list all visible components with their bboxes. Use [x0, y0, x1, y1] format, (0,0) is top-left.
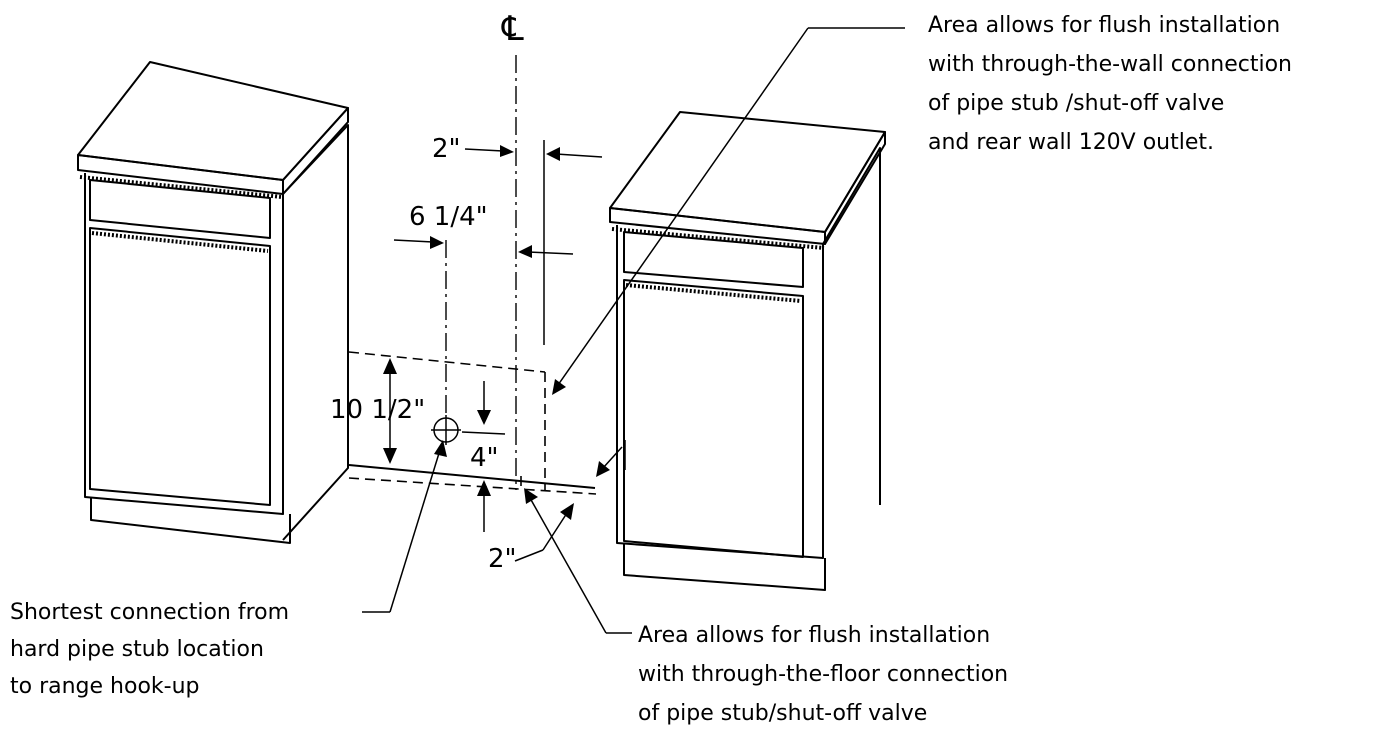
dim-2-top: 2": [432, 134, 603, 164]
left-cabinet: [77, 61, 349, 544]
centerline-symbol: ℄: [501, 9, 524, 49]
note-wall-connection: Area allows for flush installation with …: [928, 13, 1292, 155]
pipe-stub-icon: [431, 415, 461, 445]
note-floor-connection: Area allows for flush installation with …: [638, 623, 1008, 726]
installation-area: [348, 140, 626, 495]
note-shortest-connection: Shortest connection from hard pipe stub …: [10, 600, 289, 699]
dim-label-2-bottom: 2": [488, 544, 517, 574]
note-wall-line-4: and rear wall 120V outlet.: [928, 130, 1214, 155]
note-floor-line-3: of pipe stub/shut-off valve: [638, 701, 927, 726]
leader-shortest-connection: [362, 440, 447, 613]
dim-label-6-1-4: 6 1/4": [409, 202, 488, 232]
note-shortest-line-3: to range hook-up: [10, 674, 200, 699]
note-wall-line-3: of pipe stub /shut-off valve: [928, 91, 1224, 116]
note-wall-line-1: Area allows for flush installation: [928, 13, 1280, 38]
dim-10-1-2: 10 1/2": [330, 358, 425, 464]
note-shortest-line-2: hard pipe stub location: [10, 637, 264, 662]
right-cabinet: [609, 111, 886, 591]
dim-label-4: 4": [470, 443, 499, 473]
note-shortest-line-1: Shortest connection from: [10, 600, 289, 625]
dim-label-10-1-2: 10 1/2": [330, 395, 425, 425]
note-wall-line-2: with through-the-wall connection: [928, 52, 1292, 77]
dim-4: 4": [461, 381, 506, 532]
note-floor-line-2: with through-the-floor connection: [638, 662, 1008, 687]
dim-6-1-4: 6 1/4": [393, 202, 574, 258]
note-floor-line-1: Area allows for flush installation: [638, 623, 990, 648]
dim-2-bottom: 2": [488, 446, 623, 574]
dim-label-2-top: 2": [432, 134, 461, 164]
leader-floor-connection: [524, 488, 632, 634]
leader-wall-connection: [552, 27, 905, 395]
